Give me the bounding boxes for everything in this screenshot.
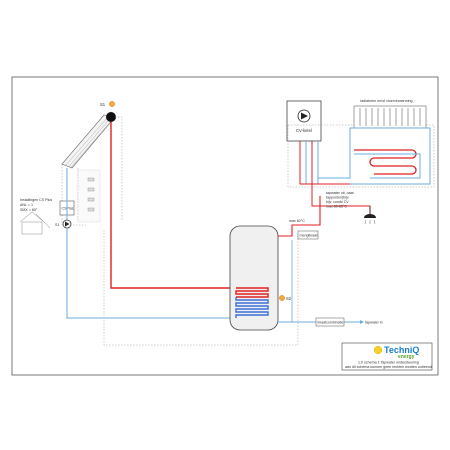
- radiator-label: radiatoren en/of vloerverwarming: [360, 99, 413, 103]
- title-line-2: aan dit schema kunnen geen rechten worde…: [345, 365, 432, 369]
- sensor-s2-label: S2: [286, 296, 292, 301]
- tank-hot-outlet-pipe: [278, 196, 321, 237]
- cv-boiler: [286, 100, 322, 142]
- collector-angle-line-2: ANL = 1: [20, 203, 33, 207]
- title-line-1: 1.0 schema 1 Tapwater ondersteuning: [358, 361, 419, 365]
- heating-flow-pipe: [299, 141, 354, 185]
- mixing-valve-label: menglkraan: [300, 234, 319, 238]
- tank-heat-coil: [235, 287, 269, 318]
- brand-logo-icon: [373, 345, 383, 355]
- sensor-s1-label: S1: [100, 102, 106, 107]
- storage-tank: [229, 225, 279, 331]
- solar-flow-pipe: [110, 122, 236, 289]
- solar-collector: [61, 112, 116, 169]
- cv-boiler-label: CV-ketel: [296, 128, 312, 133]
- max-temp-label: max 60°C: [289, 219, 305, 223]
- cold-water-label: tapwater in: [365, 321, 383, 325]
- roof-sketch: [19, 211, 51, 235]
- heating-return-pipe: [317, 127, 431, 185]
- brand-sub: energy: [398, 354, 415, 360]
- sensor-s1-icon: [109, 101, 115, 107]
- collector-angle-line-1: Installingen CS Plus: [20, 198, 52, 202]
- tap-info-line-3: bijv. combi CV: [326, 200, 349, 204]
- tap-info-line-4: max 60-65°C: [326, 205, 347, 209]
- sensor-s2-icon: [279, 295, 285, 301]
- brand-name: TechniQ: [384, 345, 419, 355]
- tap-info-line-2: tappunten(bijv.: [326, 196, 349, 200]
- shower-icon: [364, 206, 376, 225]
- floor-heating-return: [354, 153, 421, 179]
- safety-group-label: inlaatcombinatie: [318, 321, 344, 325]
- collector-angle-line-3: SMX = 80°: [20, 208, 38, 212]
- solar-return-pipe: [66, 228, 236, 319]
- tap-info-line-1: tapwater uit, naar: [326, 191, 355, 195]
- title-block: [341, 342, 433, 371]
- floor-heating-coil: [354, 149, 417, 175]
- radiator-bank: [353, 105, 427, 129]
- collector-header-dot: [106, 112, 116, 122]
- safety-group-box: [315, 317, 345, 327]
- s1b-label: S1: [55, 223, 59, 227]
- mixing-valve-box: [297, 230, 319, 240]
